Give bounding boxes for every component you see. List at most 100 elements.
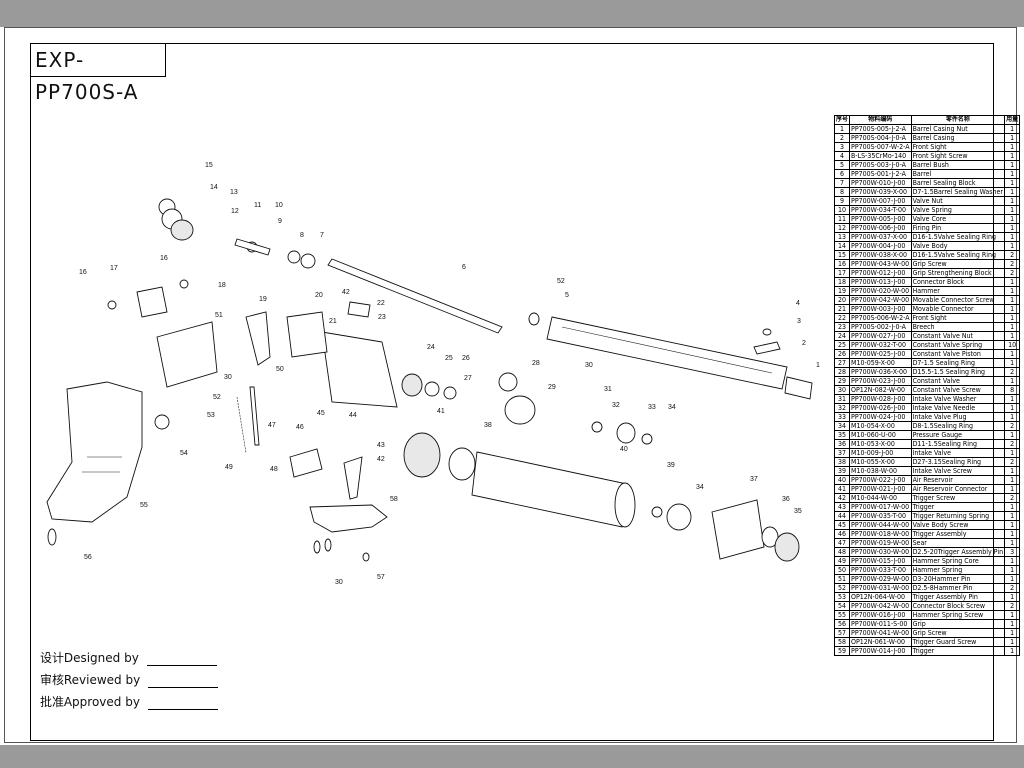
part-qty-cell: 1 [1004, 322, 1021, 332]
part-name-cell: Air Reservoir Connector [910, 484, 1006, 494]
callout-label: 48 [270, 466, 278, 473]
part-number-cell: 58 [833, 637, 851, 647]
part-name-cell: Intake Valve Plug [910, 412, 1006, 422]
part-qty-cell: 1 [1004, 592, 1021, 602]
part-qty-cell: 1 [1004, 610, 1021, 620]
part-qty-cell: 1 [1004, 169, 1021, 179]
part-qty-cell: 1 [1004, 241, 1021, 251]
part-code-cell: PP700W-025-J-00 [849, 349, 912, 359]
constant-valve-parts [401, 372, 536, 425]
part-qty-cell: 1 [1004, 628, 1021, 638]
part-qty-cell: 1 [1004, 160, 1021, 170]
callout-label: 31 [604, 386, 612, 393]
part-code-cell: PP700W-004-J-00 [849, 241, 912, 251]
part-number-cell: 55 [833, 610, 851, 620]
hammer-part [245, 311, 271, 366]
callout-label: 17 [110, 265, 118, 272]
part-qty-cell: 1 [1004, 538, 1021, 548]
part-code-cell: PP700W-020-W-00 [849, 286, 912, 296]
part-qty-cell: 1 [1004, 223, 1021, 233]
part-qty-cell: 1 [1004, 349, 1021, 359]
part-name-cell: Constant Valve Nut [910, 331, 1006, 341]
exploded-view-diagram: 1 2 3 4 5 6 7 8 9 10 11 12 13 14 15 16 1… [46, 162, 820, 586]
part-code-cell: PP700W-043-W-00 [849, 259, 912, 269]
part-number-cell: 52 [833, 583, 851, 593]
part-code-cell: PP700S-001-J-2-A [849, 169, 912, 179]
part-code-cell: M10-053-X-00 [849, 439, 912, 449]
part-code-cell: PP700W-038-X-00 [849, 250, 912, 260]
callout-label: 55 [140, 502, 148, 509]
part-qty-cell: 1 [1004, 205, 1021, 215]
callout-label: 5 [565, 292, 569, 299]
callout-label: 14 [210, 184, 218, 191]
callout-label: 2 [802, 340, 806, 347]
callout-label: 30 [335, 579, 343, 586]
part-qty-cell: 1 [1004, 214, 1021, 224]
callout-label: 8 [300, 232, 304, 239]
part-name-cell: D27-3.15Sealing Ring [910, 457, 1006, 467]
part-name-cell: Grip Strengthening Block [910, 268, 1006, 278]
part-code-cell: PP700W-028-J-00 [849, 394, 912, 404]
callout-label: 20 [315, 292, 323, 299]
part-name-cell: Hammer Spring Screw [910, 610, 1006, 620]
part-number-cell: 27 [833, 358, 851, 368]
part-qty-cell: 1 [1004, 376, 1021, 386]
callout-label: 52 [213, 394, 221, 401]
callout-label: 25 [445, 355, 453, 362]
part-name-cell: Grip Screw [910, 259, 1006, 269]
valve-body-parts [158, 198, 316, 269]
part-qty-cell: 1 [1004, 529, 1021, 539]
part-name-cell: Front Sight Screw [910, 151, 1006, 161]
part-code-cell: PP700W-016-J-00 [849, 610, 912, 620]
callout-label: 53 [207, 412, 215, 419]
part-qty-cell: 1 [1004, 466, 1021, 476]
part-name-cell: Air Reservoir [910, 475, 1006, 485]
signature-line [147, 699, 218, 710]
barrel-casing-part [546, 316, 813, 400]
part-number-cell: 14 [833, 241, 851, 251]
part-name-cell: Barrel [910, 169, 1006, 179]
part-number-cell: 53 [833, 592, 851, 602]
part-code-cell: M10-038-W-00 [849, 466, 912, 476]
header-no: 序号 [833, 115, 851, 125]
part-number-cell: 24 [833, 331, 851, 341]
part-name-cell: Valve Core [910, 214, 1006, 224]
part-code-cell: PP700S-005-J-2-A [849, 124, 912, 134]
part-code-cell: PP700W-033-T-00 [849, 565, 912, 575]
part-number-cell: 10 [833, 205, 851, 215]
part-number-cell: 20 [833, 295, 851, 305]
trigger-guard-screws [313, 538, 370, 562]
signoff-row: 设计 Designed by [40, 649, 218, 671]
part-code-cell: M10-009-J-00 [849, 448, 912, 458]
part-name-cell: Connector Block Screw [910, 601, 1006, 611]
part-qty-cell: 10 [1004, 340, 1021, 350]
part-code-cell: OP12N-061-W-00 [849, 637, 912, 647]
part-name-cell: Front Sight [910, 313, 1006, 323]
part-code-cell: PP700W-021-J-00 [849, 484, 912, 494]
part-name-cell: Valve Spring [910, 205, 1006, 215]
part-code-cell: PP700W-019-W-00 [849, 538, 912, 548]
part-name-cell: D7-1.5Barrel Sealing Washer [910, 187, 1006, 197]
part-name-cell: Firing Pin [910, 223, 1006, 233]
part-name-cell: Barrel Bush [910, 160, 1006, 170]
callout-label: 33 [648, 404, 656, 411]
part-qty-cell: 1 [1004, 331, 1021, 341]
callout-label: 54 [180, 450, 188, 457]
part-number-cell: 18 [833, 277, 851, 287]
callout-label: 42 [377, 456, 385, 463]
part-qty-cell: 8 [1004, 385, 1021, 395]
part-qty-cell: 1 [1004, 124, 1021, 134]
